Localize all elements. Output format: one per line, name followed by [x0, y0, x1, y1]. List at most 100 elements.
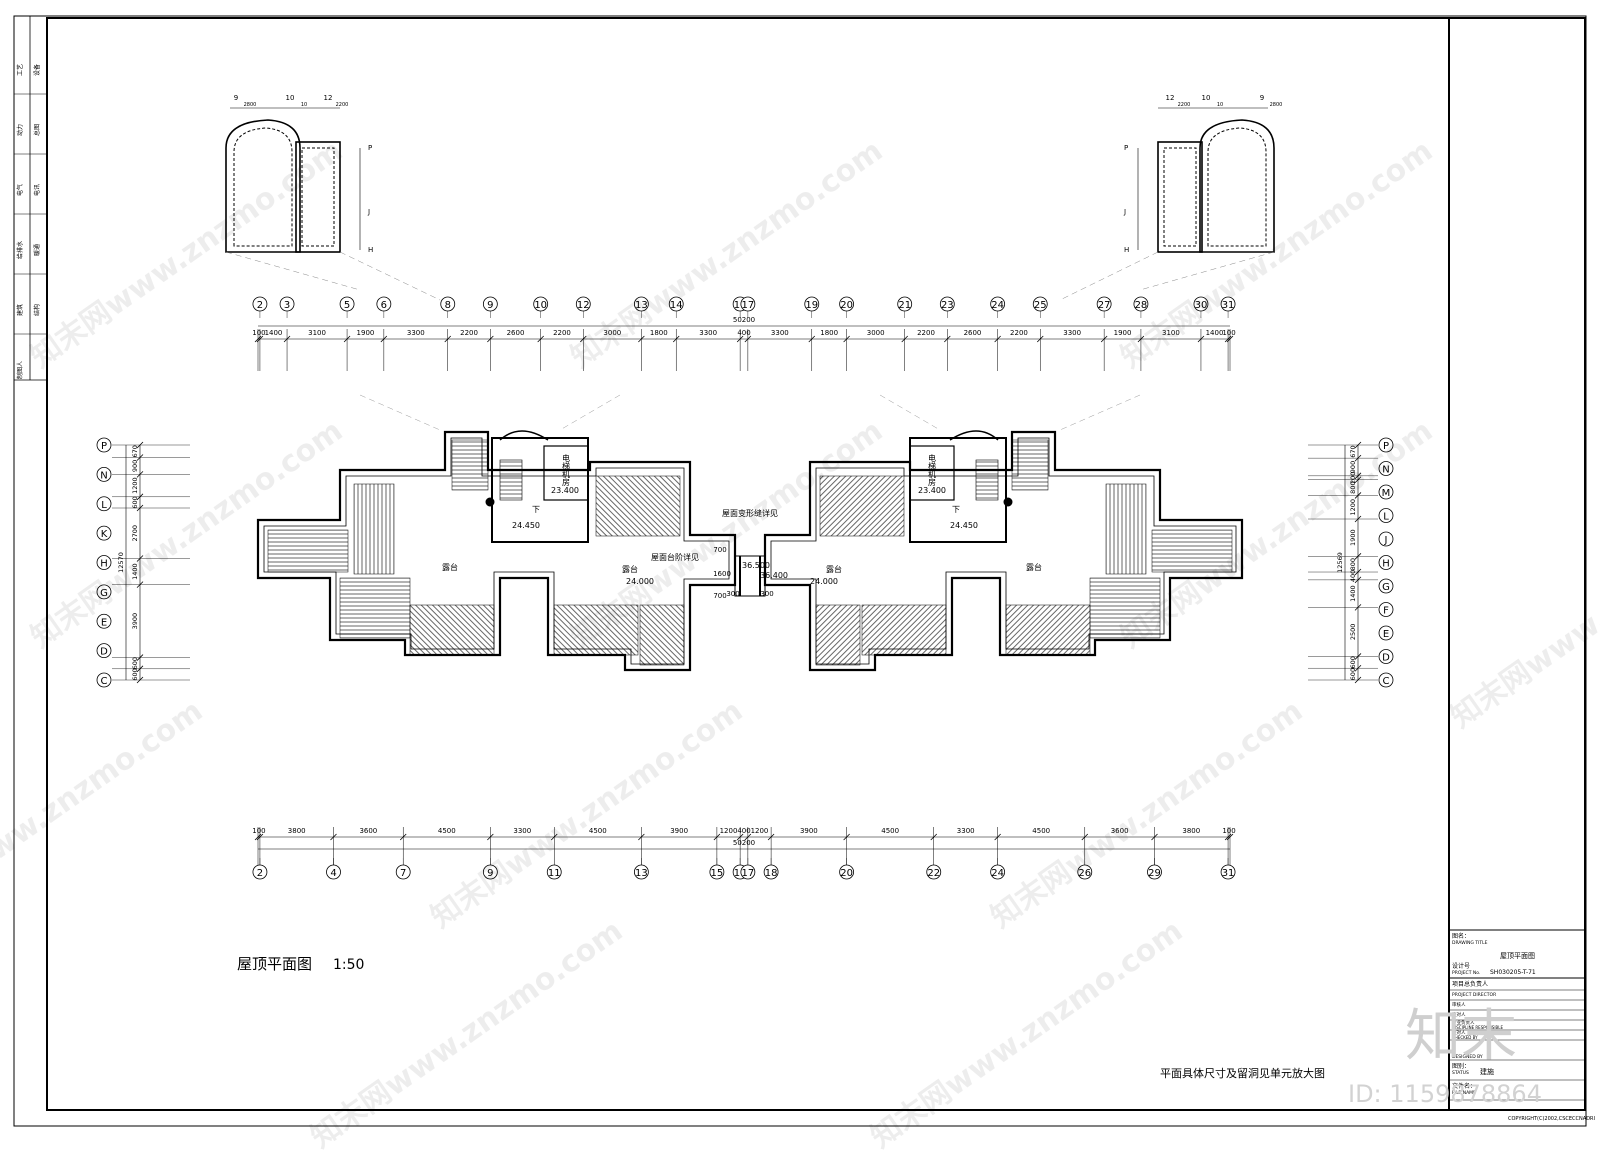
- dim-value: 3600: [1111, 827, 1129, 835]
- axis-bubble: 11: [546, 864, 562, 880]
- dim-value: 2700: [131, 525, 139, 542]
- svg-text:N: N: [100, 470, 107, 481]
- axis-bubble: C: [96, 672, 112, 688]
- svg-text:P: P: [101, 441, 107, 452]
- dim-300-b: 300: [760, 590, 773, 598]
- svg-text:2: 2: [257, 868, 263, 879]
- svg-text:24: 24: [991, 868, 1004, 879]
- svg-text:G: G: [1382, 582, 1390, 593]
- tb-r2: 校对人: [1452, 1011, 1466, 1018]
- dim-1600: 1600: [713, 570, 731, 578]
- svg-text:20: 20: [840, 868, 853, 879]
- dim-value: 1400: [265, 329, 283, 337]
- svg-text:7: 7: [400, 868, 406, 879]
- svg-text:6: 6: [381, 300, 387, 311]
- axis-bubble: 14: [668, 296, 684, 312]
- axis-bubble: 28: [1133, 296, 1149, 312]
- dim-value: 3900: [131, 613, 139, 630]
- axis-bubble: 7: [395, 864, 411, 880]
- axis-bubble: G: [1378, 578, 1394, 594]
- dim-value: 3800: [288, 827, 306, 835]
- dim-value: 600: [131, 657, 139, 669]
- dim-300-a: 300: [726, 590, 739, 598]
- label-elevator-room-left: 电梯机房: [562, 453, 571, 487]
- detail-axis: H: [368, 246, 373, 254]
- dim-value: 3100: [1162, 329, 1180, 337]
- axis-bubble: H: [1378, 555, 1394, 570]
- tb-r1: 审核人: [1452, 1001, 1466, 1008]
- dim-value: 3300: [513, 827, 531, 835]
- dim-value: 2200: [1010, 329, 1028, 337]
- dim-value: 800: [1349, 481, 1357, 493]
- axis-bubble: 24: [990, 864, 1006, 880]
- tb-drawing-title-cn: 图名：: [1452, 932, 1470, 940]
- strip-label: 制图人: [16, 361, 24, 379]
- svg-text:N: N: [1382, 465, 1389, 476]
- svg-text:L: L: [101, 500, 107, 511]
- svg-text:5: 5: [344, 300, 350, 311]
- dim-value: 800: [1349, 558, 1357, 570]
- label-terrace-2: 露台: [622, 564, 638, 574]
- dim-value: 1200: [720, 827, 738, 835]
- axis-bubble: 17: [740, 296, 756, 312]
- dim-value: 3000: [603, 329, 621, 337]
- svg-text:D: D: [100, 647, 108, 658]
- dim-value: 2600: [507, 329, 525, 337]
- svg-text:D: D: [1382, 653, 1390, 664]
- svg-text:22: 22: [927, 868, 940, 879]
- dim-value: 1400: [1349, 585, 1357, 602]
- dim-value: 3300: [1063, 329, 1081, 337]
- bottom-note: 平面具体尺寸及留洞见单元放大图: [1160, 1066, 1325, 1080]
- axis-bubble: 13: [633, 864, 649, 880]
- svg-text:3: 3: [284, 300, 290, 311]
- svg-text:C: C: [101, 676, 108, 687]
- elev-24450-right: 24.450: [950, 521, 978, 530]
- svg-text:E: E: [1383, 629, 1389, 640]
- tb-file-en: FILE NAME: [1452, 1090, 1476, 1096]
- axis-bubble: 8: [440, 296, 456, 312]
- detail-axis: 9: [1260, 94, 1264, 102]
- note-roof-slope: 屋面变形缝详见: [722, 508, 778, 518]
- dim-value: 100: [1222, 827, 1235, 835]
- axis-bubble: 9: [482, 296, 498, 312]
- detail-axis: P: [368, 144, 372, 152]
- svg-text:23: 23: [941, 300, 954, 311]
- axis-bubble: 19: [804, 296, 820, 312]
- svg-text:L: L: [1383, 512, 1389, 523]
- label-terrace-3: 露台: [826, 564, 842, 574]
- dim-value: 400: [1349, 570, 1357, 582]
- left-signature-strip: 工艺设备动力总图电气电讯给排水暖通建筑结构制图人: [14, 16, 47, 381]
- dim-value: 4500: [881, 827, 899, 835]
- dim-value: 1400: [1206, 329, 1224, 337]
- detail-axis: 10: [1202, 94, 1211, 102]
- axis-bubble: L: [1378, 508, 1394, 523]
- plan-text-labels: 电梯机房 电梯机房 23.400 23.400 24.450 24.450 下 …: [442, 453, 1042, 600]
- tb-file-cn: 文件名：: [1452, 1082, 1476, 1090]
- strip-label: 电气: [16, 184, 24, 196]
- detail-axis: 9: [234, 94, 238, 102]
- axis-bubble: 13: [633, 296, 649, 312]
- dim-value: 3300: [407, 329, 425, 337]
- svg-text:16: 16: [734, 300, 747, 311]
- strip-label: 给排水: [16, 241, 24, 259]
- dim-value: 3800: [1182, 827, 1200, 835]
- dim-value: 670: [1349, 445, 1357, 457]
- svg-text:17: 17: [742, 868, 755, 879]
- dim-value: 3000: [867, 329, 885, 337]
- dim-value: 1200: [1349, 499, 1357, 516]
- logo-text: 知末: [1405, 1004, 1517, 1069]
- dim-value: 3900: [670, 827, 688, 835]
- svg-text:25: 25: [1034, 300, 1047, 311]
- axis-bubble: P: [1378, 437, 1394, 453]
- svg-text:13: 13: [635, 868, 648, 879]
- dim-value: 1200: [131, 477, 139, 494]
- axis-bubble: 2: [252, 296, 268, 312]
- axis-bubble: 18: [763, 864, 779, 880]
- axis-bubble: 21: [897, 296, 913, 312]
- id-text: ID: 1159878864: [1348, 1080, 1542, 1108]
- title-block: 图名： DRAWING TITLE 屋顶平面图 设计号 PROJECT No. …: [1449, 929, 1595, 1122]
- dim-value: 100: [1222, 329, 1235, 337]
- axis-bubble: 20: [839, 864, 855, 880]
- dim-value: 3100: [308, 329, 326, 337]
